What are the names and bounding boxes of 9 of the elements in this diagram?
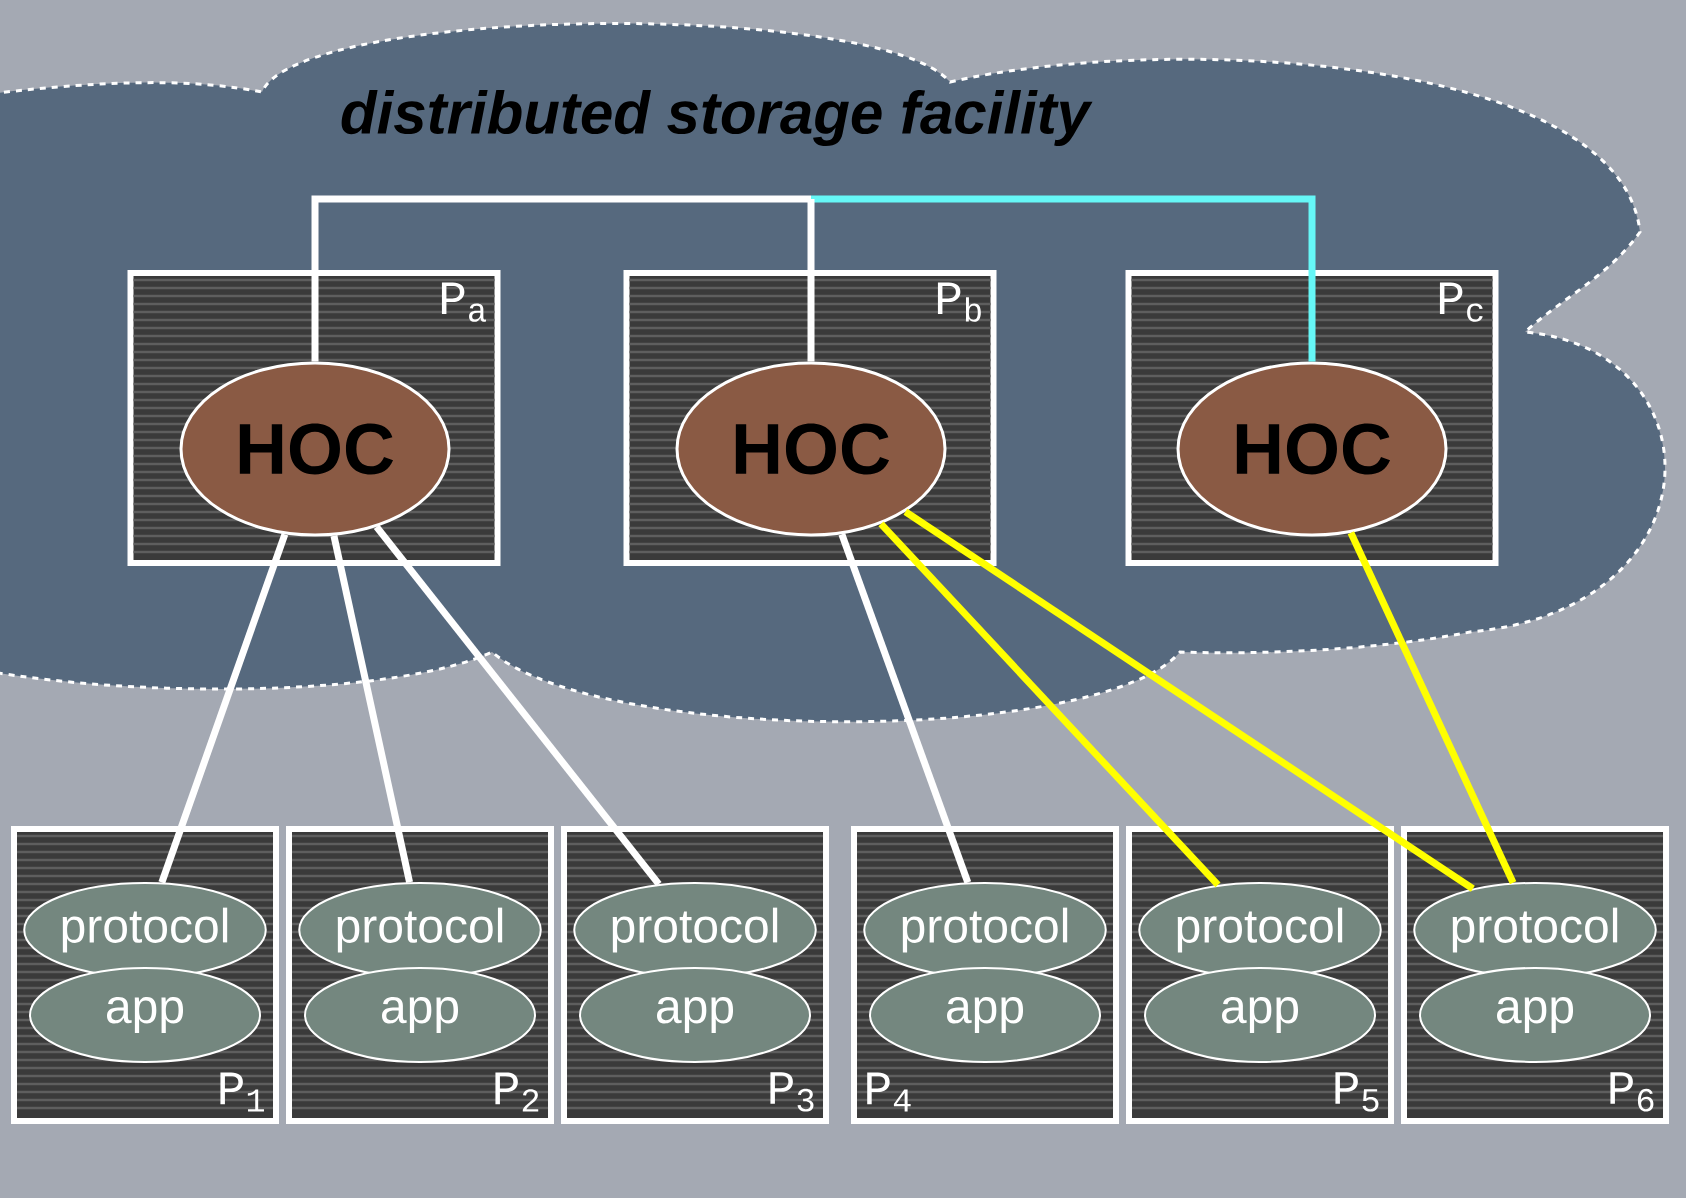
connector-line	[1347, 531, 1517, 885]
connector-line	[311, 195, 811, 362]
connector-line	[807, 199, 815, 362]
connector-line	[373, 524, 662, 887]
connector-line	[838, 533, 972, 884]
connector-line	[903, 508, 1475, 892]
connector-line	[878, 521, 1221, 888]
connector-line	[158, 533, 289, 884]
connector-line	[330, 534, 413, 883]
